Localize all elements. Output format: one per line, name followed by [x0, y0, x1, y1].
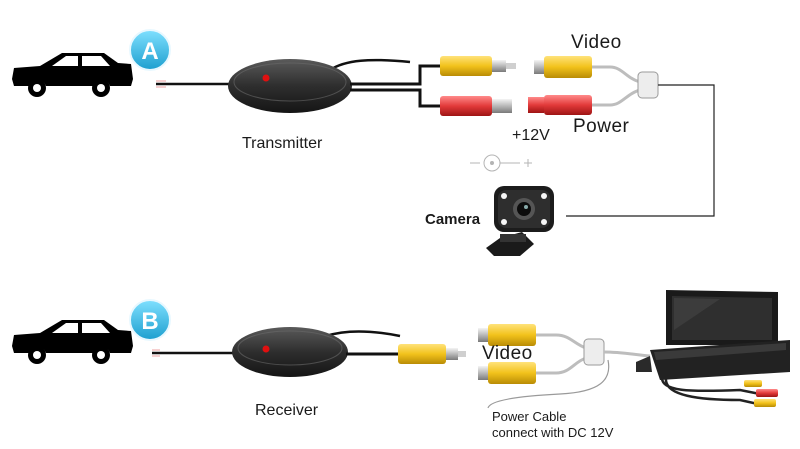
power-cable-label-line1: Power Cable [492, 409, 567, 424]
transmitter-power-plug [440, 96, 512, 116]
top-video-label: Video [571, 32, 622, 53]
car-b-icon [12, 320, 133, 364]
camera-video-connector [534, 56, 592, 78]
dc-polarity-icon [470, 154, 532, 172]
monitor-cable-splitter [583, 338, 605, 366]
monitor-icon [636, 290, 790, 407]
badge-a: A [129, 29, 171, 71]
transmitter-label: Transmitter [242, 135, 323, 152]
car-a-icon [12, 53, 133, 97]
receiver-device [232, 327, 348, 377]
voltage-label: +12V [512, 127, 550, 144]
badge-a-letter: A [141, 38, 158, 65]
receiver-video-plug [398, 344, 466, 364]
receiver-label: Receiver [255, 402, 319, 419]
transmitter-device [228, 59, 352, 113]
top-power-label: Power [573, 116, 630, 137]
monitor-video-connector-2 [478, 362, 536, 384]
transmitter-led-icon [262, 74, 270, 82]
camera-icon [486, 186, 554, 256]
badge-b-letter: B [141, 308, 158, 335]
camera-power-connector [528, 95, 592, 115]
badge-b: B [129, 299, 171, 341]
receiver-led-icon [262, 345, 270, 353]
power-cable-label-line2: connect with DC 12V [492, 425, 614, 440]
bottom-video-label: Video [482, 343, 533, 364]
camera-cable-splitter [637, 71, 659, 99]
transmitter-video-plug [440, 56, 516, 76]
camera-label: Camera [425, 211, 481, 228]
monitor-video-connector-1 [478, 324, 536, 346]
